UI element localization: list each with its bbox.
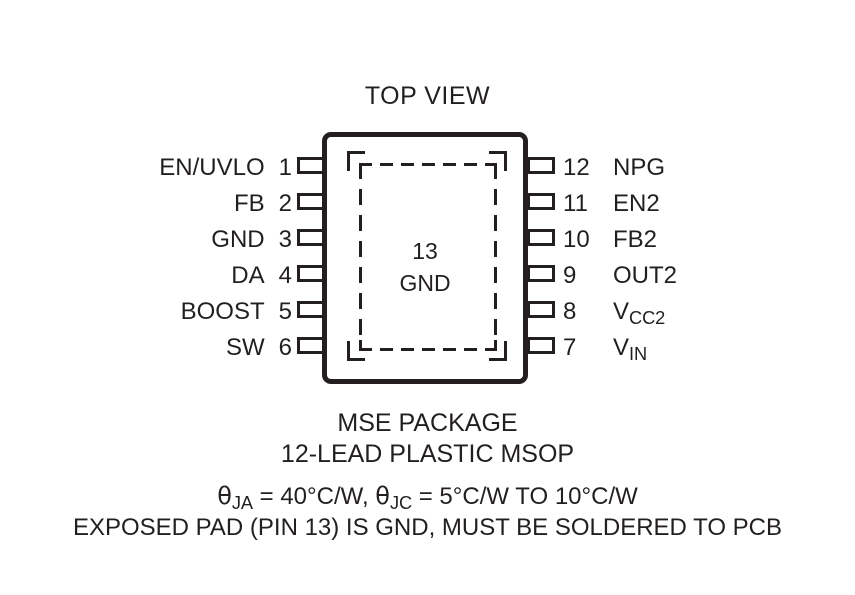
exposed-pad-number: 13: [412, 238, 438, 264]
pin-lead-5: [297, 301, 325, 318]
pin-lead-10: [527, 229, 555, 246]
exposed-pad-corner-top-right-h: [486, 163, 497, 166]
pin-label-6: SW 6: [0, 336, 292, 360]
pin-number-11: 11: [563, 190, 588, 217]
die-corner-top-right-h: [489, 151, 507, 154]
exposed-pad-outline: [359, 163, 497, 351]
thermal-caption: θJA = 40°C/W, θJC = 5°C/W TO 10°C/W EXPO…: [0, 481, 855, 543]
pin-lead-2: [297, 193, 325, 210]
pin-label-10: 10 FB2: [563, 228, 853, 252]
pin-number-3: 3: [278, 226, 292, 253]
exposed-pad-corner-top-left-h: [359, 163, 370, 166]
exposed-pad-corner-bottom-right-h: [486, 348, 497, 351]
exposed-pad-name: GND: [399, 270, 451, 296]
die-corner-top-left-h: [347, 151, 365, 154]
pin-number-10: 10: [563, 226, 590, 253]
pin-lead-11: [527, 193, 555, 210]
pin-number-5: 5: [278, 298, 292, 325]
thermal-resistance-line: θJA = 40°C/W, θJC = 5°C/W TO 10°C/W: [0, 481, 855, 513]
theta-ja-symbol: θ: [217, 482, 232, 510]
pin-number-4: 4: [278, 262, 292, 289]
pin-lead-4: [297, 265, 325, 282]
pin-number-1: 1: [278, 154, 292, 181]
die-corner-bottom-left-h: [347, 358, 365, 361]
pin-name-1: EN/UVLO: [159, 154, 265, 181]
theta-ja-subscript: JA: [231, 491, 253, 513]
pin-label-2: FB 2: [0, 192, 292, 216]
pin-name-4: DA: [231, 262, 265, 289]
exposed-pad-corner-top-right-v: [494, 163, 497, 174]
pin-label-4: DA 4: [0, 264, 292, 288]
die-corner-bottom-right-h: [489, 358, 507, 361]
pin-name-5: BOOST: [180, 298, 265, 325]
theta-jc-subscript: JC: [389, 491, 413, 513]
pin-name-8-subscript: CC2: [629, 306, 666, 328]
pin-number-2: 2: [278, 190, 292, 217]
pin-name-11: EN2: [613, 190, 660, 217]
pin-label-5: BOOST 5: [0, 300, 292, 324]
pin-label-1: EN/UVLO 1: [0, 156, 292, 180]
pin-name-2: FB: [233, 190, 265, 217]
exposed-pad-label: 13 GND: [327, 235, 523, 299]
exposed-pad-edge-top: [359, 163, 497, 166]
pin-label-8: 8 VCC2: [563, 298, 853, 328]
exposed-pad-corner-bottom-left-v: [359, 340, 362, 351]
die-corner-bottom-left-v: [347, 341, 350, 361]
die-corner-bottom-right-v: [504, 341, 507, 361]
pin-number-9: 9: [563, 262, 577, 289]
pin-name-8-base: V: [613, 298, 630, 325]
pin-lead-9: [527, 265, 555, 282]
exposed-pad-corner-bottom-right-v: [494, 340, 497, 351]
pin-name-10: FB2: [613, 226, 658, 253]
pin-name-12: NPG: [613, 154, 666, 181]
die-outline: [347, 151, 507, 361]
die-corner-top-left-v: [347, 151, 350, 171]
pin-label-11: 11 EN2: [563, 192, 853, 216]
package-name: MSE PACKAGE: [337, 409, 518, 437]
pin-label-7: 7 VIN: [563, 334, 853, 364]
pin-lead-1: [297, 157, 325, 174]
pin-number-8: 8: [563, 298, 577, 325]
package-caption: MSE PACKAGE 12-LEAD PLASTIC MSOP: [0, 408, 855, 470]
exposed-pad-edge-left: [359, 163, 362, 351]
exposed-pad-note: EXPOSED PAD (PIN 13) IS GND, MUST BE SOL…: [72, 514, 783, 541]
pin-name-7-subscript: IN: [629, 342, 648, 364]
pin-lead-3: [297, 229, 325, 246]
pin-lead-8: [527, 301, 555, 318]
pin-label-9: 9 OUT2: [563, 264, 853, 288]
pin-number-7: 7: [563, 334, 577, 361]
pin-number-12: 12: [563, 154, 590, 181]
top-view-title: TOP VIEW: [364, 82, 491, 110]
pin-name-8: VCC2: [613, 298, 666, 328]
pin-label-3: GND 3: [0, 228, 292, 252]
theta-ja-value: = 40°C/W,: [252, 483, 376, 510]
exposed-pad-edge-right: [494, 163, 497, 351]
package-body-outline: 13 GND: [322, 132, 528, 384]
pin-label-12: 12 NPG: [563, 156, 853, 180]
pin-name-7-base: V: [613, 334, 630, 361]
pin-lead-12: [527, 157, 555, 174]
exposed-pad-corner-top-left-v: [359, 163, 362, 174]
die-corner-top-right-v: [504, 151, 507, 171]
pin-lead-6: [297, 337, 325, 354]
pin-number-6: 6: [278, 334, 292, 361]
theta-jc-symbol: θ: [375, 482, 390, 510]
pin-name-9: OUT2: [613, 262, 678, 289]
pin-name-7: VIN: [613, 334, 648, 364]
exposed-pad-corner-bottom-left-h: [359, 348, 370, 351]
exposed-pad-edge-bottom: [359, 348, 497, 351]
theta-jc-value: = 5°C/W TO 10°C/W: [412, 483, 638, 510]
pin-name-6: SW: [225, 334, 265, 361]
pin-lead-7: [527, 337, 555, 354]
pin-name-3: GND: [211, 226, 265, 253]
package-type: 12-LEAD PLASTIC MSOP: [280, 440, 575, 468]
